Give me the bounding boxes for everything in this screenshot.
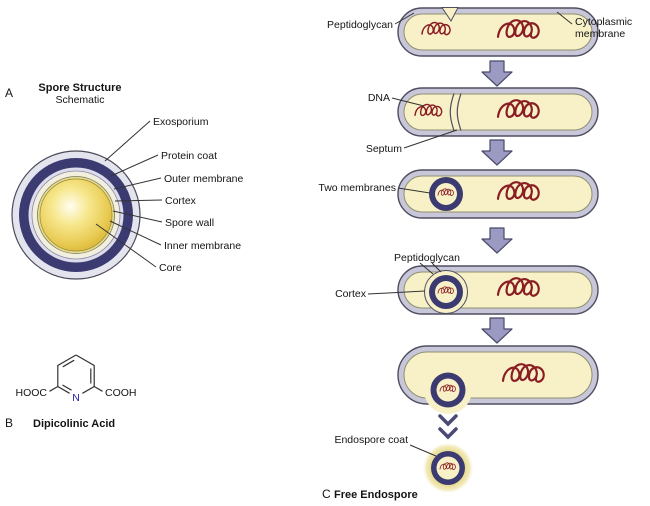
down-arrow-2 [481,139,513,166]
endospore-interior [436,456,460,480]
label-septum: Septum [366,143,402,155]
bond-to-cooh [93,385,103,392]
panel-b-dipicolinic-acid: N HOOC COOH B Dipicolinic Acid [5,354,137,430]
panel-a-title: Spore Structure [38,82,121,94]
label-peptidoglycan: Peptidoglycan [327,19,393,31]
stage-1-vegetative-cell: Peptidoglycan Cytoplasmic membrane [327,7,632,57]
panel-b-caption: Dipicolinic Acid [33,418,115,430]
panel-a-letter: A [5,86,13,100]
core-circle [39,178,113,252]
label-outer-membrane: Outer membrane [164,173,244,185]
double-bond-bottom-left [62,384,72,391]
stage-4-cell [397,265,599,315]
label-inner-membrane: Inner membrane [164,240,241,252]
panel-a-spore-structure: A Spore Structure Schematic Exosporium P… [5,82,244,280]
down-arrow-4 [481,317,513,344]
stage-2-septum-formation: DNA Septum [366,87,599,155]
label-protein-coat: Protein coat [161,150,217,162]
bond-to-hooc [49,385,59,392]
down-arrow-1 [481,60,513,87]
spore-leader-lines [95,120,163,268]
endospore-interior [436,378,460,402]
pyridine-ring [49,354,103,394]
label-cytoplasmic-membrane-line1: Cytoplasmic [575,16,632,28]
leader-peptidoglycan-b [431,262,442,273]
leader-cortex [114,199,163,202]
leader-protein-coat [110,154,159,177]
septum-line-2 [456,93,462,131]
leader-spore-wall [112,210,163,223]
spore-schematic [11,150,141,280]
leader-peptidoglycan-a [419,262,434,275]
panel-c-caption: Free Endospore [334,489,418,501]
stage-5-spore-release [397,345,599,440]
forespore-interior [435,281,457,303]
forespore [429,177,463,211]
label-spore-wall: Spore wall [165,217,214,229]
leader-cortex [367,290,426,295]
panel-c-sporulation-sequence: Peptidoglycan Cytoplasmic membrane DNA S… [318,7,632,501]
leader-inner-membrane [109,220,162,246]
forespore-with-cortex [424,270,468,314]
nitrogen-atom: N [72,392,80,404]
stage-3-engulfment: Two membranes [318,169,599,219]
panel-b-letter: B [5,416,13,430]
label-peptidoglycan-stage4: Peptidoglycan [394,252,460,264]
label-cortex: Cortex [165,195,197,207]
forespore-interior [435,183,457,205]
leader-septum [403,129,458,149]
division-notch [441,7,459,22]
leader-endospore-coat [409,444,437,457]
stage-3-cell [397,169,599,219]
label-dna: DNA [368,92,390,104]
label-exosporium: Exosporium [153,116,209,128]
leader-exosporium [104,120,151,162]
hooc-group: HOOC [16,387,48,399]
stage-2-cell [397,87,599,137]
leader-core [95,223,157,268]
release-chevron-2 [438,427,458,440]
septum-line-1 [449,93,455,131]
leader-peptidoglycan [394,12,415,25]
label-endospore-coat: Endospore coat [334,434,408,446]
label-two-membranes: Two membranes [318,182,396,194]
leader-outer-membrane [113,177,162,190]
label-cortex-stage4: Cortex [335,288,367,300]
leader-dna [391,97,425,107]
ring-bond-right [75,354,95,394]
down-arrow-3 [481,227,513,254]
leader-two-membranes [397,187,431,194]
emerging-endospore [424,366,472,414]
stage-5-cell [397,345,599,414]
stage-1-cell [397,7,599,57]
label-core: Core [159,262,182,274]
release-chevron-1 [438,414,458,427]
cooh-group: COOH [105,387,137,399]
spore-layer-labels: Exosporium Protein coat Outer membrane C… [153,116,244,274]
label-cytoplasmic-membrane-line2: membrane [575,28,625,40]
free-endospore: Endospore coat C Free Endospore [322,434,474,501]
leader-cytoplasmic-membrane [556,11,573,25]
double-bond-top-left [62,359,75,368]
panel-c-letter: C [322,487,331,501]
ring-bond-left [57,354,77,394]
stage-4-cortex-formation: Peptidoglycan Cortex [335,252,599,315]
panel-a-subtitle: Schematic [55,94,104,106]
